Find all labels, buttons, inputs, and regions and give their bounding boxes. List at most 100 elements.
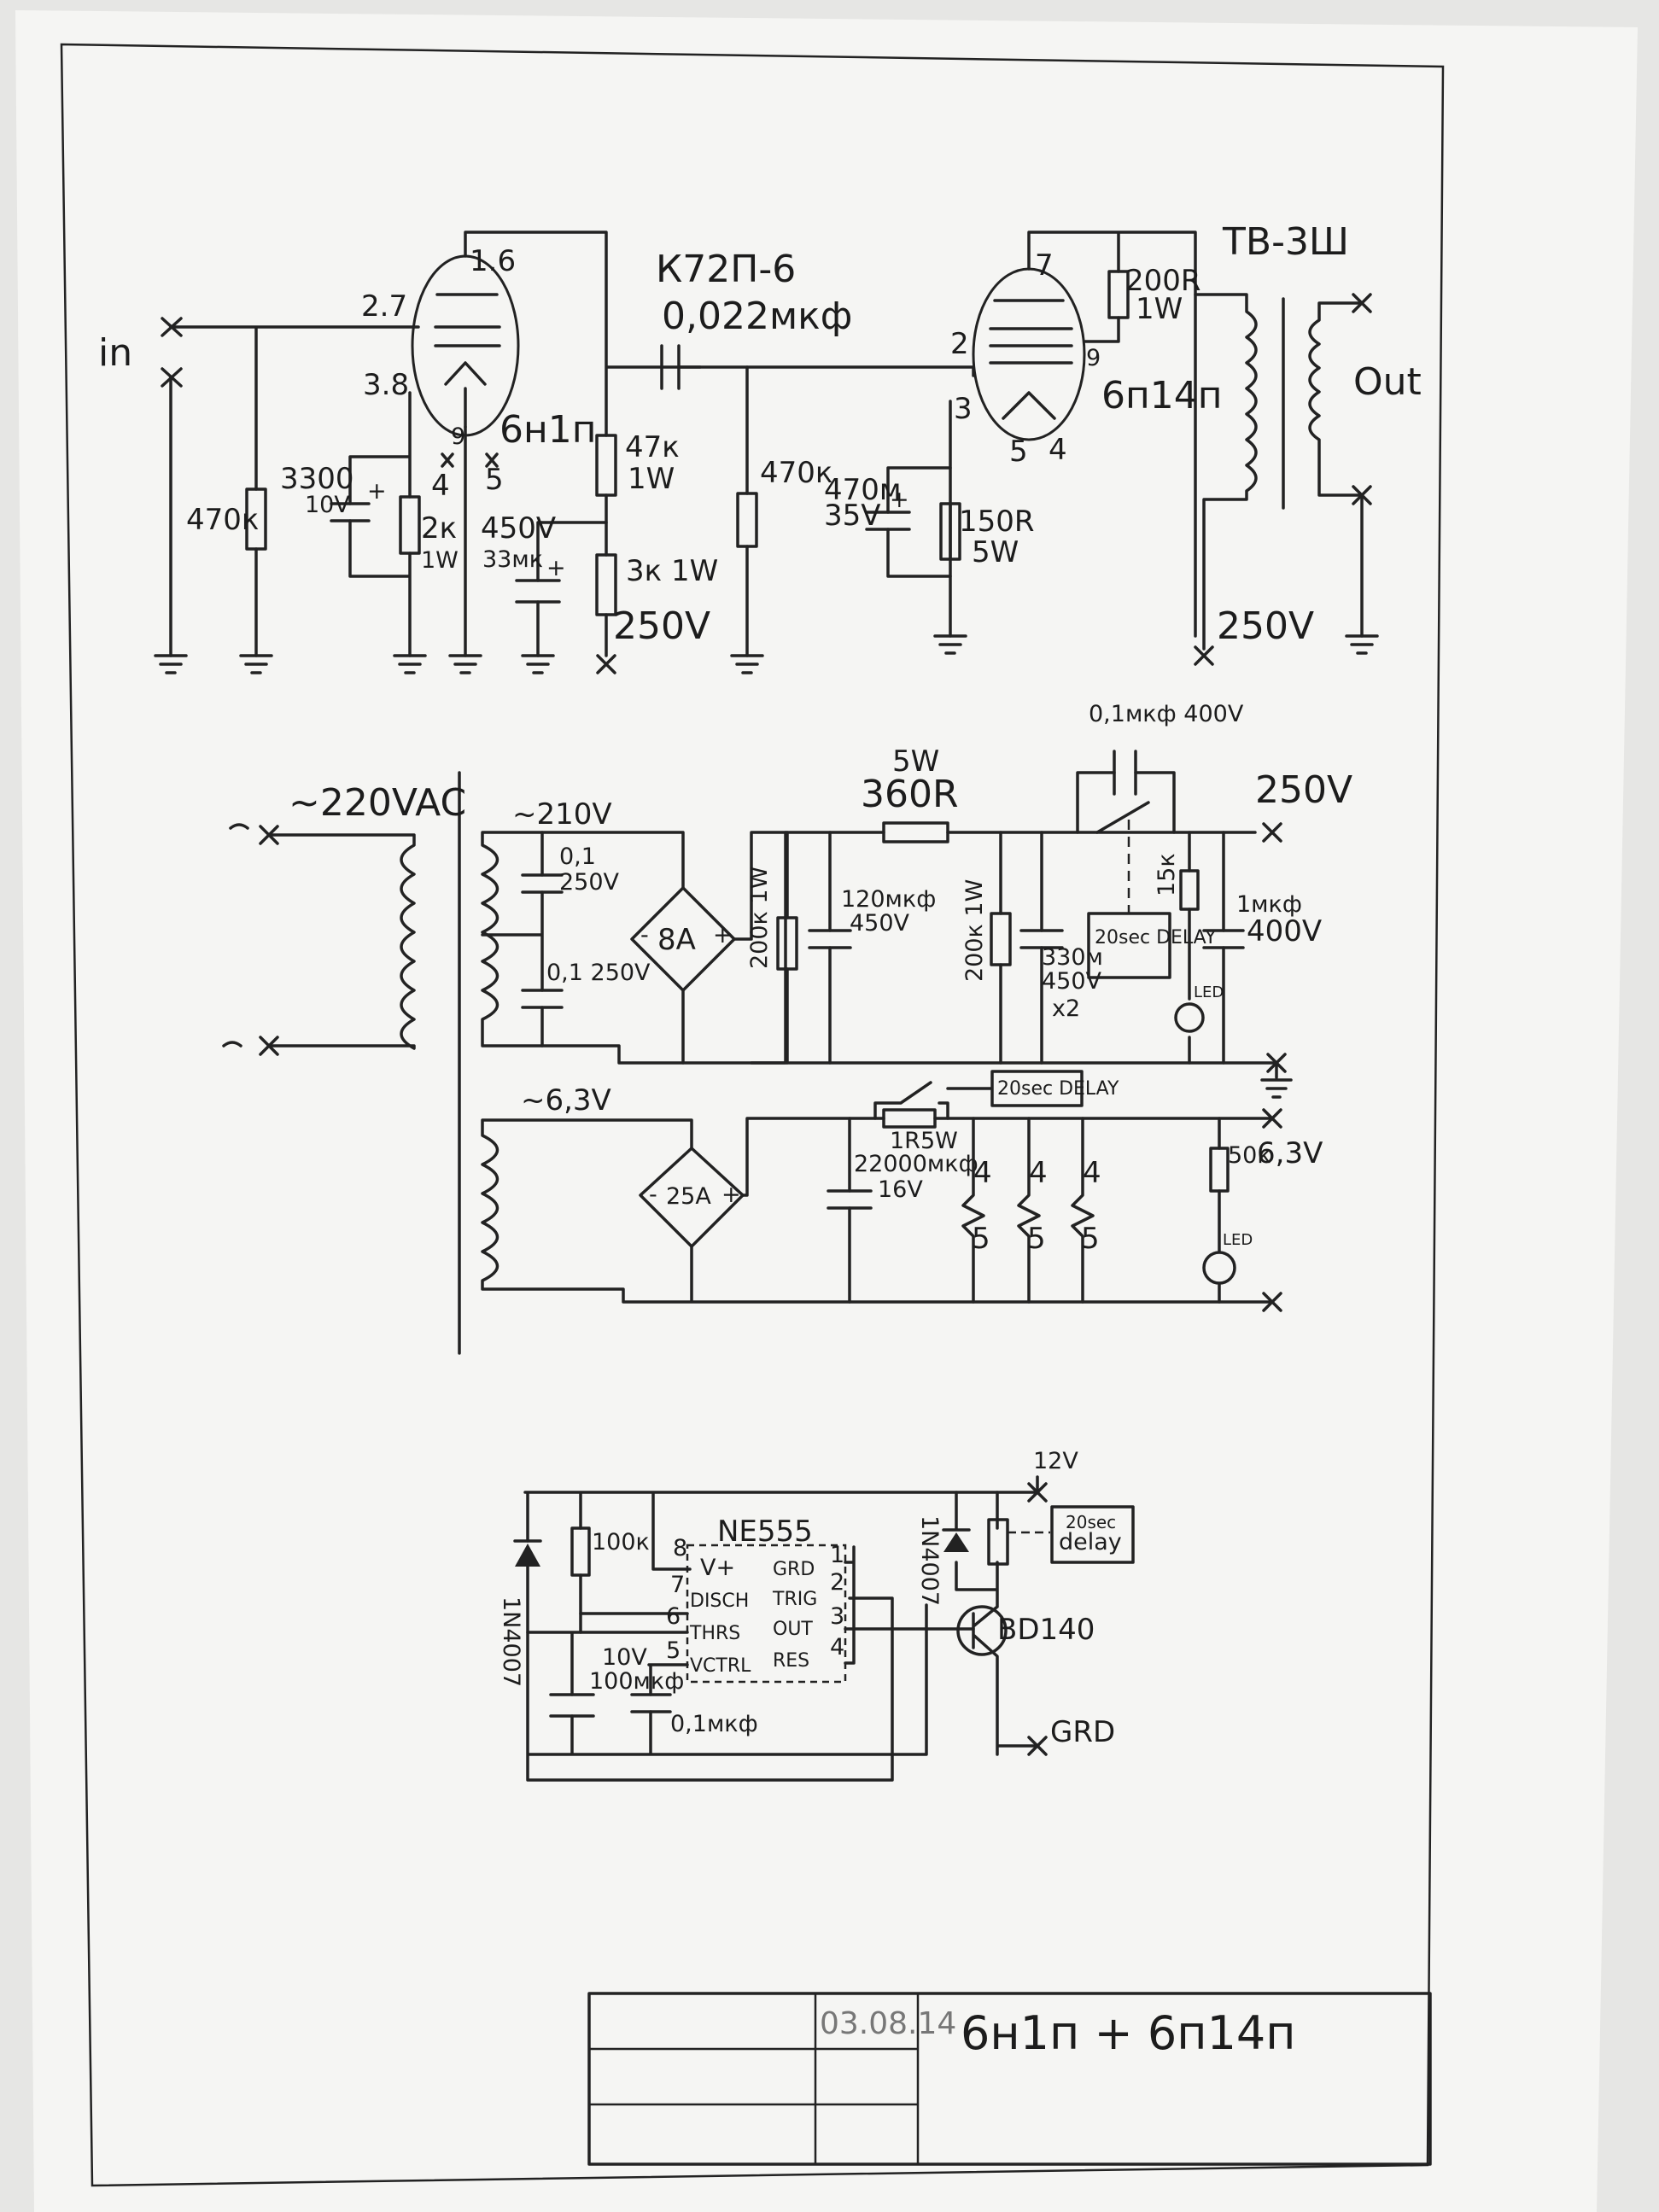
timer-delay-line1: 20sec (1066, 1512, 1116, 1532)
timer-output-wires (844, 1545, 975, 1665)
bleed2-wires (999, 831, 1043, 1065)
heater-loads (961, 1117, 1095, 1304)
diode1-label: 1N4007 (498, 1596, 524, 1687)
cathode2-cap-value: 470м (824, 473, 902, 507)
sec-lv-label: ~6,3V (521, 1083, 611, 1118)
ne555-label: NE555 (717, 1515, 813, 1549)
lv-secondary (481, 1118, 1274, 1304)
heater2-bottom: 5 (1027, 1222, 1046, 1256)
grid2-resistor (736, 492, 758, 548)
input-label: in (98, 331, 132, 375)
pin8-name: V+ (700, 1555, 735, 1581)
cathode2-cap-volt: 35V (824, 499, 881, 533)
pin5-name: VCTRL (690, 1655, 751, 1677)
r-k-power: 1W (421, 547, 459, 574)
reservoir2-cap (1019, 929, 1064, 949)
pin3-name: OUT (773, 1619, 813, 1640)
pin-4-label: 4 (431, 469, 450, 503)
r-series-power: 5W (892, 744, 939, 779)
lv-bridge: 25A + - (639, 1147, 745, 1248)
power-tube-label: 6п14п (1101, 374, 1223, 417)
b-plus-pre-label: 250V (613, 604, 710, 648)
pin5-num: 5 (666, 1637, 681, 1664)
lv-out-terminals[interactable] (1262, 1108, 1282, 1312)
transistor-bd140 (956, 1605, 1008, 1656)
led2-label: LED (1223, 1231, 1253, 1249)
pin7-num: 7 (670, 1572, 685, 1598)
output-terminals[interactable] (1352, 293, 1372, 505)
filter-cap-volt: 450V (481, 511, 556, 546)
c-timing-volt: 10V (602, 1644, 647, 1671)
output-label: Out (1353, 360, 1422, 404)
psu-section: ~220VAC ~210V 0,1 250V 0,1 250V 8A + - 5… (222, 701, 1352, 1355)
cathode2-resistor (939, 502, 961, 561)
transformer-secondary (1308, 301, 1364, 638)
r-load-value: 47к (625, 430, 680, 464)
timer-caps (549, 1693, 672, 1718)
pin-3-8-label: 3.8 (363, 368, 409, 402)
pin6-name: THRS (689, 1623, 740, 1644)
pin3-num: 3 (830, 1603, 844, 1630)
vcc-terminal[interactable] (1027, 1482, 1048, 1503)
coupling-cap-value: 0,022мкф (662, 295, 852, 338)
hv-out-terminal[interactable] (1262, 822, 1282, 843)
r-timing-label: 100к (592, 1529, 650, 1555)
pin1-num: 1 (830, 1542, 844, 1568)
r-screen-power: 1W (1136, 292, 1183, 326)
c-snub-label: 0,1мкф 400V (1089, 701, 1244, 727)
heater1-bottom: 5 (972, 1222, 990, 1256)
driver-wires (955, 1491, 1039, 1756)
pin4-name: RES (773, 1650, 809, 1672)
title-block: 03.08.14 6н1п + 6п14п (587, 1992, 1432, 2166)
coupling-cap-type: К72П-6 (656, 248, 796, 291)
bleed2-resistor (990, 912, 1012, 966)
cathode2-capacitor: + (865, 487, 911, 531)
grid-resistor (245, 487, 267, 551)
pin-2-7-label: 2.7 (361, 289, 407, 324)
timer-section: 1N4007 100к 10V 100мкф 0,1мкф NE555 8 V+… (498, 1448, 1135, 1782)
led1-wires (1188, 831, 1225, 1065)
led2-resistor (1209, 1147, 1230, 1193)
pin8-num: 8 (673, 1535, 687, 1561)
timer-delay-line2: delay (1059, 1529, 1122, 1555)
load-resistor (595, 434, 617, 497)
relay-coil (987, 1518, 1009, 1566)
gnd-terminal[interactable] (1027, 1736, 1048, 1756)
svg-text:-: - (649, 1182, 657, 1208)
c-res1-value: 120мкф (841, 886, 936, 913)
pin-3-label: 3 (954, 392, 973, 426)
lv-bypass-relay (873, 1081, 992, 1120)
preamp-tube-electrodes (434, 293, 501, 429)
mains-label: ~220VAC (289, 781, 466, 825)
diode2-label: 1N4007 (916, 1515, 943, 1606)
pin7-name: DISCH (690, 1590, 749, 1612)
cathode-resistor (399, 495, 421, 555)
hv-caps-wires (481, 831, 544, 1048)
cathode-capacitor: + (330, 478, 387, 522)
svg-text:+: + (367, 478, 387, 505)
preamp-cathode-wires (348, 391, 467, 657)
psu-ground (1260, 1053, 1293, 1099)
svg-text:+: + (713, 922, 733, 948)
heater-marks (441, 452, 499, 468)
c-res2-count: x2 (1052, 995, 1080, 1022)
ground-symbols (154, 634, 1379, 674)
b-plus-out-terminal[interactable] (1194, 645, 1214, 666)
amplifier-section: in 470к 1.6 2.7 3.8 9 4 5 6н1п + 3300 10… (98, 220, 1422, 674)
pin-9-label: 9 (451, 423, 465, 450)
c-res2-volt: 450V (1042, 968, 1102, 995)
coupling-capacitor (660, 344, 975, 390)
b-plus-pre-terminal[interactable] (596, 654, 616, 674)
r-bleed1-label: 200к 1W (746, 867, 773, 969)
c2-label: 0,1 250V (546, 960, 651, 986)
pin2-num: 2 (830, 1569, 844, 1596)
diode-2 (942, 1528, 971, 1552)
title-date: 03.08.14 (820, 2006, 956, 2041)
hv-rail (681, 831, 1278, 1065)
power-tube-electrodes (989, 299, 1073, 420)
r-grid2-label: 470к (760, 456, 832, 490)
lv-resistor (882, 1108, 937, 1129)
r-load-power: 1W (628, 462, 675, 496)
series-resistor (882, 821, 949, 843)
r-lv-label: 1R5W (890, 1128, 958, 1154)
